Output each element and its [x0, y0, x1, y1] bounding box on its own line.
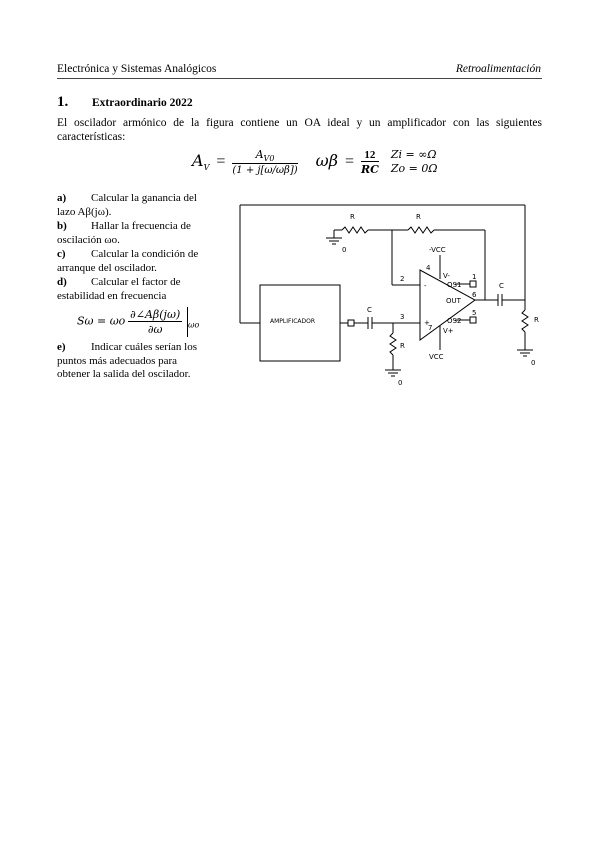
item-a: a)Calcular la ganancia del lazo Aβ(jω). [57, 192, 197, 218]
wb-symbol: ωβ [315, 150, 338, 170]
resistor-r2-label: R [416, 213, 421, 221]
questions-list: a)Calcular la ganancia del lazo Aβ(jω). … [57, 192, 212, 383]
ground-label-2: 0 [398, 379, 402, 387]
resistor-r3-label: R [400, 342, 405, 350]
item-d: d)Calcular el factor de estabilidad en f… [57, 276, 181, 302]
os1-label: OS1 [447, 281, 461, 289]
pin4-label: 4 [426, 264, 431, 272]
v-minus-label: V- [443, 272, 450, 280]
zi-value: Zi = ∞Ω [390, 148, 437, 162]
resistor-r4-label: R [534, 316, 539, 324]
item-b: b)Hallar la frecuencia de oscilación ωo. [57, 220, 191, 246]
item-c: c)Calcular la condición de arranque del … [57, 248, 199, 274]
question-title: Extraordinario 2022 [92, 97, 193, 109]
stability-formula: Sω = ωo ∂∠Aβ(jω) ∂ω ωo [77, 307, 200, 337]
characteristics-formulas: AV = AV0 (1 + j[ω/ωβ]) ωβ = 12 RC Zi = ∞… [192, 148, 438, 177]
resistor-r1-label: R [350, 213, 355, 221]
out-label: OUT [446, 297, 462, 305]
capacitor-c2-label: C [499, 282, 504, 290]
item-e: e)Indicar cuáles serían los puntos más a… [57, 341, 197, 380]
os2-label: OS2 [447, 317, 461, 325]
header-course: Electrónica y Sistemas Analógicos [57, 63, 217, 75]
neg-supply-label: -VCC [429, 246, 446, 254]
minus-input-sign: - [424, 282, 427, 290]
pin3-label: 3 [400, 313, 404, 321]
av-symbol: AV [192, 150, 210, 172]
amplifier-label: AMPLIFICADOR [270, 318, 315, 325]
pin7-label: 7 [428, 324, 432, 332]
v-plus-label: V+ [443, 327, 454, 335]
av-fraction: AV0 (1 + j[ω/ωβ]) [232, 148, 298, 177]
ground-label-3: 0 [531, 359, 535, 367]
pin5-label: 5 [472, 309, 476, 317]
pin6-label: 6 [472, 291, 477, 299]
wb-fraction: 12 RC [360, 148, 379, 176]
header-topic: Retroalimentación [455, 63, 541, 75]
zo-value: Zo = 0Ω [390, 162, 438, 176]
oscillator-circuit: AMPLIFICADOR R R 0 C R 0 C R 0 -VCC VCC … [239, 204, 539, 387]
header-rule [57, 78, 542, 79]
pin1-label: 1 [472, 273, 476, 281]
pos-supply-label: VCC [429, 353, 444, 361]
ground-label-1: 0 [342, 246, 346, 254]
question-intro: El oscilador armónico de la figura conti… [57, 117, 542, 143]
question-number: 1. [57, 94, 69, 110]
plus-input-sign: + [424, 319, 430, 327]
capacitor-c1-label: C [367, 306, 372, 314]
pin2-label: 2 [400, 275, 404, 283]
